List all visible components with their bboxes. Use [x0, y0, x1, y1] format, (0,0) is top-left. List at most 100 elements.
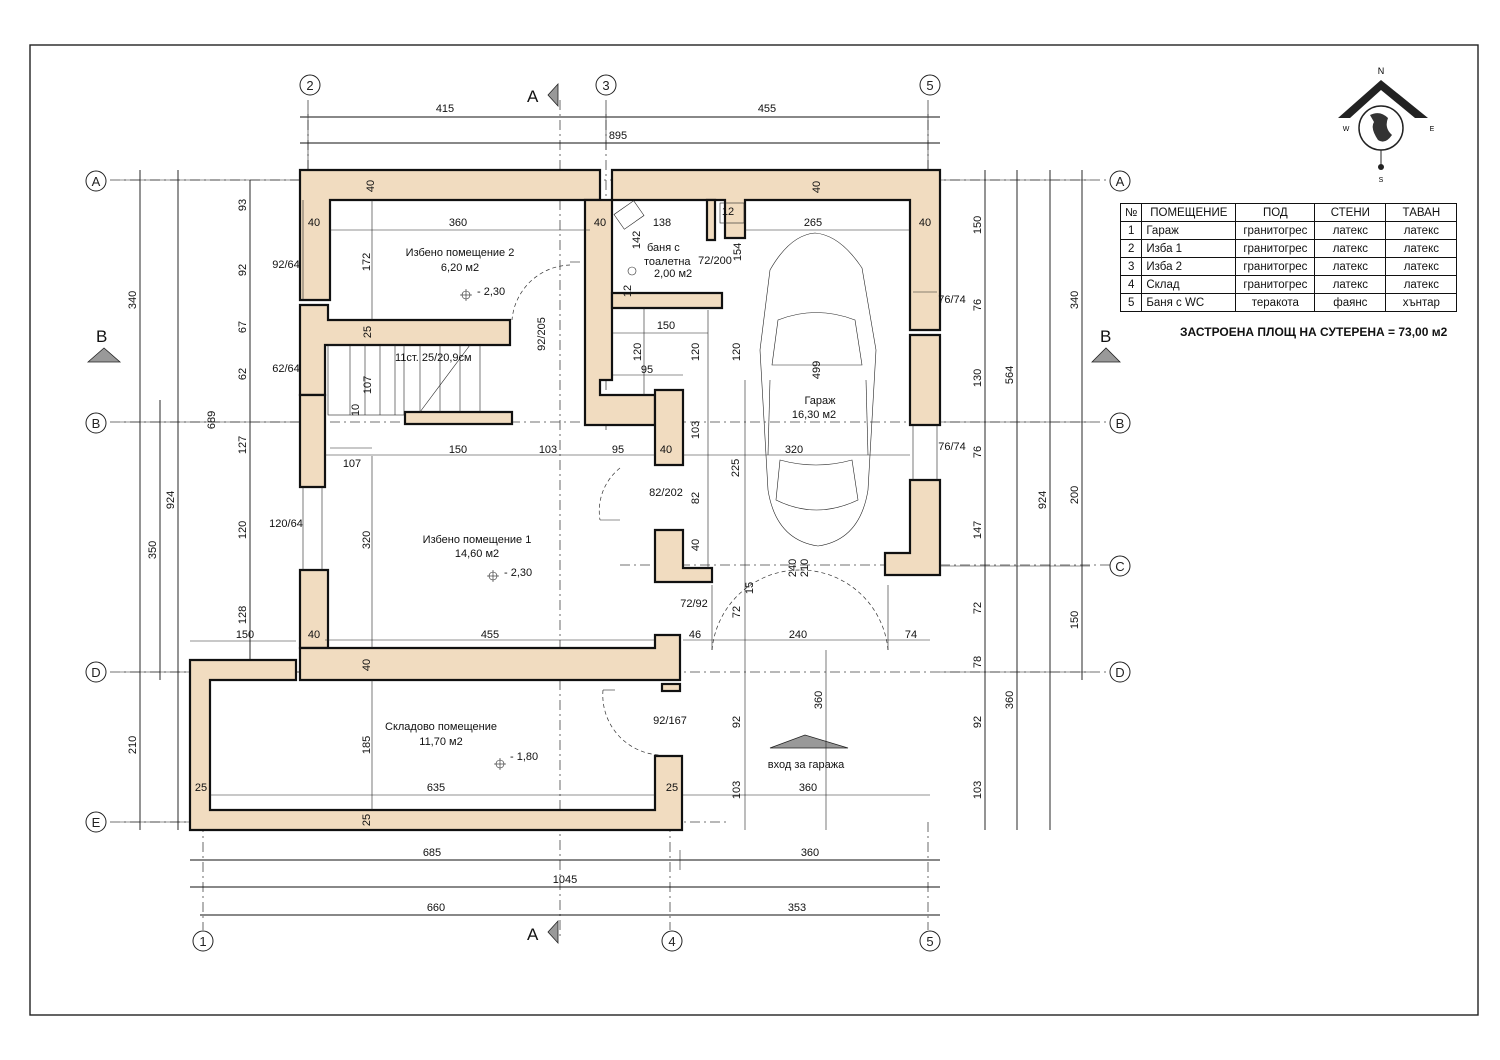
svg-text:103: 103	[539, 444, 557, 456]
svg-text:вход за гаража: вход за гаража	[768, 759, 845, 771]
wall-left-2	[298, 393, 327, 489]
axis-bubble-3: 3	[595, 74, 617, 96]
table-row: 2 Изба 1 гранитогрес латекс латекс	[1119, 239, 1458, 258]
room-basement-1: Избено помещение 1 14,60 м2 - 2,30	[423, 534, 532, 582]
table-cell: гранитогрес	[1235, 239, 1316, 258]
svg-text:95: 95	[641, 364, 653, 376]
svg-text:76/74: 76/74	[938, 294, 966, 306]
section-mark-A-top: A	[527, 82, 559, 108]
garage-entry: вход за гаража	[768, 734, 849, 771]
wall-center-3	[653, 528, 714, 584]
svg-text:350: 350	[147, 541, 159, 559]
table-row: 4 Склад гранитогрес латекс латекс	[1119, 275, 1458, 294]
svg-text:150: 150	[1069, 611, 1081, 629]
axis-bubble-B-left: B	[85, 412, 107, 434]
svg-text:40: 40	[594, 217, 606, 229]
svg-text:172: 172	[361, 253, 373, 271]
svg-text:128: 128	[237, 606, 249, 624]
svg-text:40: 40	[308, 217, 320, 229]
built-area-note: ЗАСТРОЕНА ПЛОЩ НА СУТЕРЕНА = 73,00 м2	[1180, 325, 1448, 339]
svg-text:320: 320	[785, 444, 803, 456]
level-marker-icon	[494, 758, 506, 770]
room-basement-2: Избено помещение 2 6,20 м2 - 2,30	[406, 247, 514, 301]
svg-text:93: 93	[237, 199, 249, 211]
svg-text:72/200: 72/200	[698, 255, 732, 267]
svg-text:360: 360	[449, 217, 467, 229]
svg-text:A: A	[92, 174, 101, 189]
table-cell: Изба 1	[1141, 239, 1237, 258]
stairs: 11ст. 25/20,9см	[327, 344, 481, 449]
svg-text:62/64: 62/64	[272, 363, 300, 375]
svg-text:40: 40	[660, 444, 672, 456]
svg-text:40: 40	[361, 659, 373, 671]
svg-text:14,60 м2: 14,60 м2	[455, 548, 499, 560]
table-cell: латекс	[1314, 257, 1387, 276]
svg-text:A: A	[527, 925, 539, 944]
svg-text:B: B	[1116, 416, 1125, 431]
svg-text:Гараж: Гараж	[804, 395, 836, 407]
opening-labels: 92/64 62/64 120/64 92/205 72/200 76/74 7…	[269, 255, 966, 727]
svg-text:1045: 1045	[553, 874, 577, 886]
room-bathroom: баня с тоалетна 2,00 м2	[644, 242, 692, 280]
svg-text:225: 225	[730, 459, 742, 477]
table-cell: 2	[1119, 239, 1143, 258]
table-header: ПОМЕЩЕНИЕ	[1141, 203, 1237, 222]
svg-text:107: 107	[343, 458, 361, 470]
svg-text:455: 455	[481, 629, 499, 641]
svg-text:660: 660	[427, 902, 445, 914]
table-cell: 5	[1119, 293, 1143, 312]
svg-text:360: 360	[1004, 691, 1016, 709]
svg-text:74: 74	[905, 629, 917, 641]
svg-text:82/202: 82/202	[649, 487, 683, 499]
svg-text:3: 3	[602, 78, 609, 93]
svg-text:120: 120	[632, 343, 644, 361]
table-row: 3 Изба 2 гранитогрес латекс латекс	[1119, 257, 1458, 276]
svg-text:689: 689	[206, 411, 218, 429]
dims-top: 415 455 895	[300, 103, 940, 170]
table-cell: хънтар	[1385, 293, 1458, 312]
interior-dims: 40 360 40 40 138 265 40 40 172 25 150 10…	[195, 180, 931, 826]
svg-text:25: 25	[195, 782, 207, 794]
table-cell: латекс	[1314, 275, 1387, 294]
svg-text:76: 76	[972, 446, 984, 458]
compass-icon: N E S W	[1338, 66, 1435, 184]
svg-text:240: 240	[789, 629, 807, 641]
table-cell: латекс	[1385, 221, 1458, 240]
svg-text:E: E	[92, 815, 101, 830]
table-cell: латекс	[1385, 275, 1458, 294]
svg-text:40: 40	[811, 181, 823, 193]
axis-bubble-A-left: A	[85, 170, 107, 192]
svg-text:15: 15	[744, 582, 756, 594]
svg-text:10: 10	[350, 404, 362, 416]
svg-text:265: 265	[804, 217, 822, 229]
axis-bubble-D-left: D	[85, 661, 107, 683]
svg-text:340: 340	[127, 291, 139, 309]
svg-text:72: 72	[731, 606, 743, 618]
svg-text:120: 120	[237, 521, 249, 539]
bathroom-fixtures	[613, 200, 745, 276]
table-header: №	[1119, 203, 1143, 222]
svg-text:150: 150	[449, 444, 467, 456]
svg-text:6,20 м2: 6,20 м2	[441, 262, 479, 274]
axis-bubble-1: 1	[192, 930, 214, 952]
svg-text:25: 25	[361, 814, 373, 826]
svg-text:210: 210	[127, 736, 139, 754]
wall-mid-bottom	[298, 633, 682, 682]
table-cell: гранитогрес	[1235, 275, 1316, 294]
svg-text:16,30 м2: 16,30 м2	[792, 409, 836, 421]
svg-text:2,00 м2: 2,00 м2	[654, 268, 692, 280]
svg-text:130: 130	[972, 369, 984, 387]
axis-bubble-A-right: A	[1109, 170, 1131, 192]
svg-text:635: 635	[427, 782, 445, 794]
svg-text:353: 353	[788, 902, 806, 914]
svg-text:D: D	[91, 665, 100, 680]
table-cell: гранитогрес	[1235, 257, 1316, 276]
svg-text:360: 360	[799, 782, 817, 794]
svg-text:150: 150	[236, 629, 254, 641]
windows	[302, 200, 938, 570]
svg-text:240: 240	[787, 559, 799, 577]
svg-text:499: 499	[811, 361, 823, 379]
wall-left-1	[298, 303, 512, 397]
svg-text:72/92: 72/92	[680, 598, 708, 610]
svg-text:5: 5	[926, 78, 933, 93]
